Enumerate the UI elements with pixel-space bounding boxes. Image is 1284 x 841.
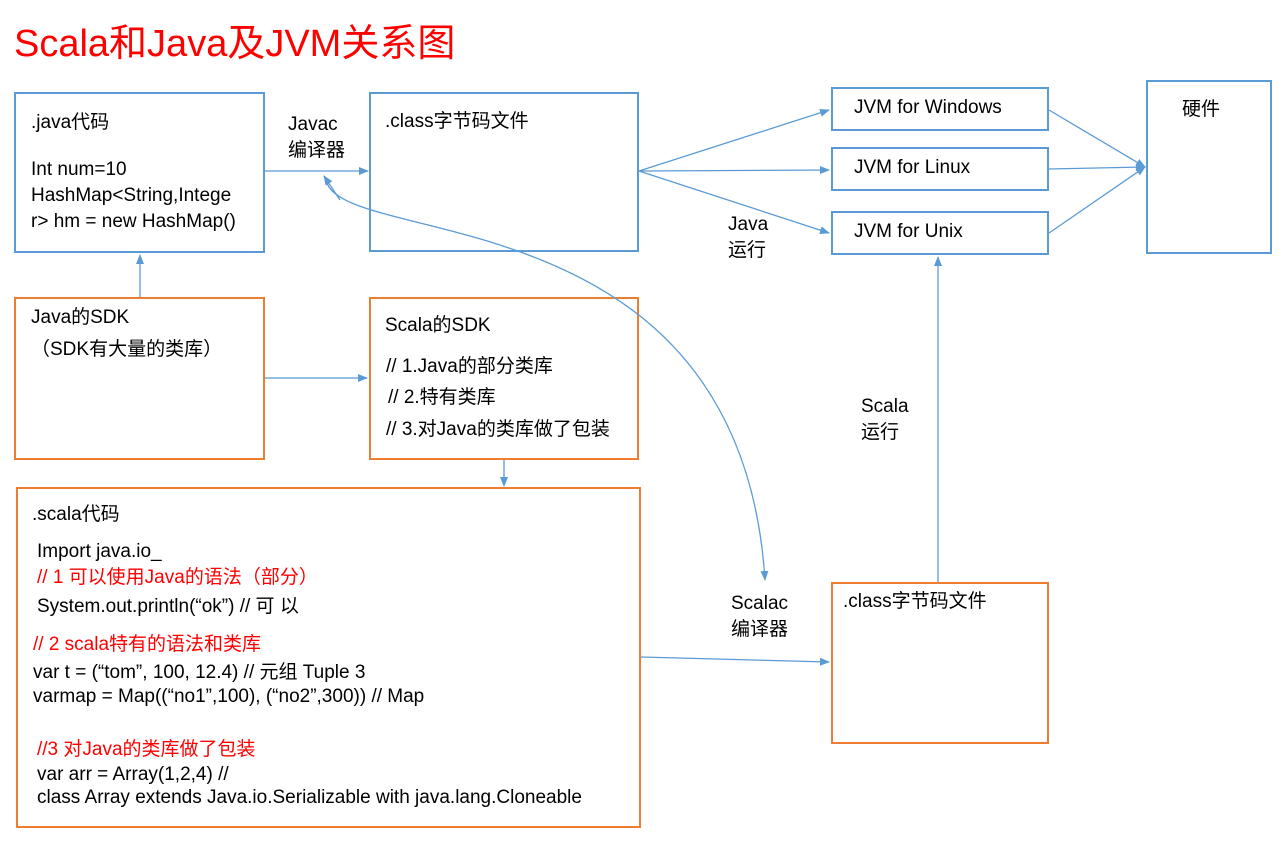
scala-run-line2: 运行 bbox=[861, 422, 900, 443]
java-run-line2: 运行 bbox=[728, 240, 767, 261]
scala-code-class: class Array extends Java.io.Serializable… bbox=[37, 787, 582, 808]
jvm-windows-label: JVM for Windows bbox=[854, 97, 1002, 118]
scala-code-println: System.out.println(“ok”) // 可 以 bbox=[37, 596, 299, 617]
scala-sdk-item1: // 1.Java的部分类库 bbox=[386, 356, 553, 377]
scala-code-array: var arr = Array(1,2,4) // bbox=[37, 764, 229, 785]
arrow-class-to-jvm-windows bbox=[638, 108, 830, 172]
hardware-box bbox=[1146, 80, 1272, 254]
arrow-scala-code-to-class bbox=[640, 656, 830, 666]
scala-code-comment3: //3 对Java的类库做了包装 bbox=[37, 739, 256, 760]
scala-code-map: varmap = Map((“no1”,100), (“no2”,300)) /… bbox=[33, 686, 425, 707]
java-sdk-box bbox=[14, 297, 265, 460]
scala-code-comment2: // 2 scala特有的语法和类库 bbox=[33, 634, 262, 655]
java-code-line2: HashMap<String,Intege bbox=[31, 185, 232, 206]
jvm-linux-label: JVM for Linux bbox=[854, 157, 971, 178]
javac-label-line1: Javac bbox=[288, 114, 338, 135]
java-code-line3: r> hm = new HashMap() bbox=[31, 211, 236, 232]
class-file-top-header: .class字节码文件 bbox=[385, 111, 529, 132]
jvm-unix-label: JVM for Unix bbox=[854, 221, 963, 242]
scala-code-import: Import java.io_ bbox=[37, 541, 162, 562]
scalac-label-line1: Scalac bbox=[731, 593, 789, 614]
class-file-box-top bbox=[369, 92, 639, 252]
arrow-javac-to-scalac-curve bbox=[325, 179, 769, 581]
scalac-label-line2: 编译器 bbox=[731, 619, 789, 640]
java-sdk-line2: （SDK有大量的类库） bbox=[31, 339, 223, 360]
scala-code-tuple: var t = (“tom”, 100, 12.4) // 元组 Tuple 3 bbox=[33, 662, 366, 683]
scala-code-box bbox=[16, 487, 641, 828]
jvm-linux-box bbox=[831, 147, 1049, 191]
scala-code-header: .scala代码 bbox=[32, 504, 120, 525]
java-code-line1: Int num=10 bbox=[31, 159, 127, 180]
java-sdk-line1: Java的SDK bbox=[31, 307, 130, 328]
arrow-jvm-windows-to-hardware bbox=[1048, 109, 1146, 168]
javac-label-line2: 编译器 bbox=[288, 140, 346, 161]
scala-sdk-box bbox=[369, 297, 639, 460]
java-code-header: .java代码 bbox=[31, 112, 110, 133]
arrow-head-javac bbox=[323, 175, 341, 201]
java-code-box bbox=[14, 92, 265, 253]
class-file-bottom-header: .class字节码文件 bbox=[843, 591, 987, 612]
scala-sdk-item2: // 2.特有类库 bbox=[388, 387, 496, 408]
diagram-title: Scala和Java及JVM关系图 bbox=[14, 23, 456, 65]
jvm-windows-box bbox=[831, 87, 1049, 131]
arrow-class-to-jvm-linux bbox=[638, 166, 830, 175]
arrow-jvm-linux-to-hardware bbox=[1048, 163, 1146, 172]
scala-run-line1: Scala bbox=[861, 396, 909, 417]
jvm-unix-box bbox=[831, 211, 1049, 255]
scala-sdk-header: Scala的SDK bbox=[385, 315, 491, 336]
hardware-label: 硬件 bbox=[1182, 99, 1221, 120]
scala-code-comment1: // 1 可以使用Java的语法（部分） bbox=[37, 567, 318, 588]
arrow-jvm-unix-to-hardware bbox=[1048, 166, 1146, 234]
class-file-box-bottom bbox=[831, 582, 1049, 744]
scala-sdk-item3: // 3.对Java的类库做了包装 bbox=[386, 419, 610, 440]
java-run-line1: Java bbox=[728, 214, 769, 235]
arrow-class-to-jvm-unix bbox=[638, 170, 830, 235]
